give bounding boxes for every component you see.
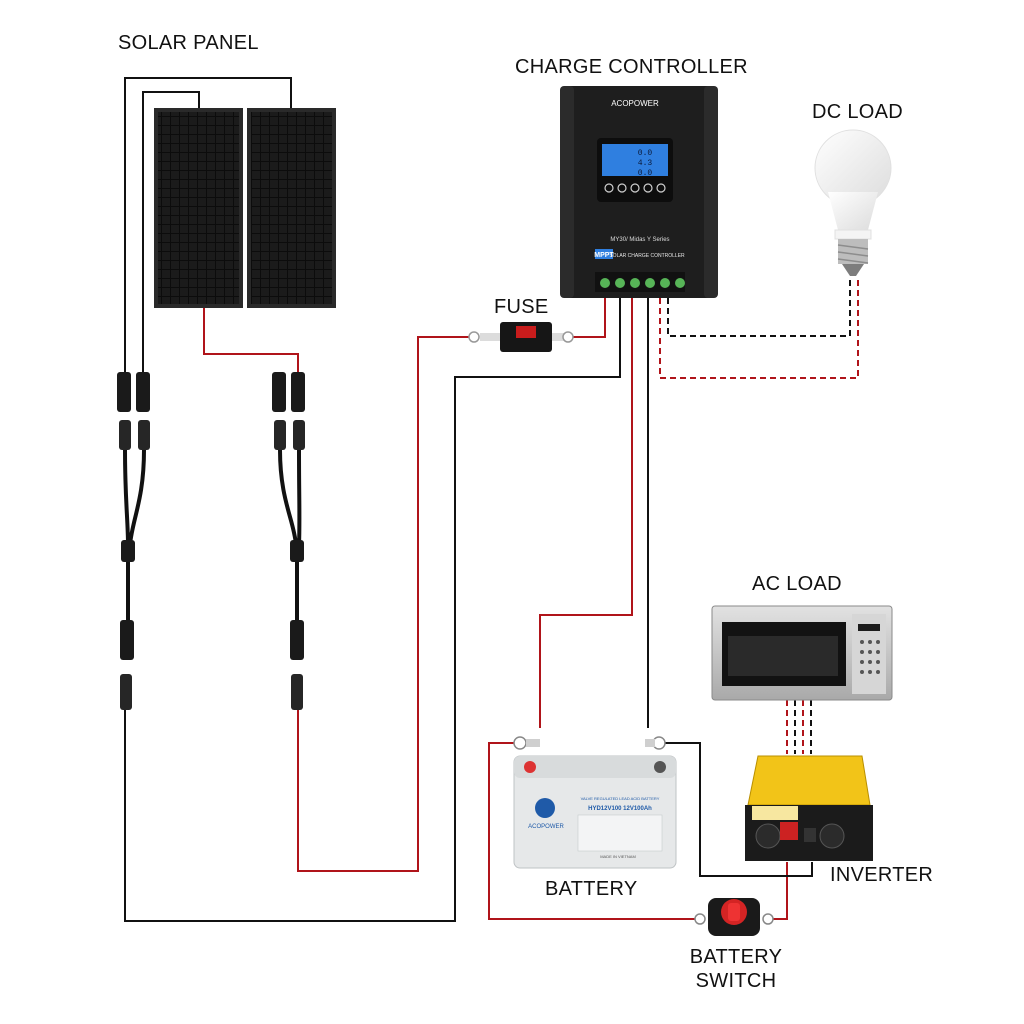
controller-brand: ACOPOWER [611, 99, 659, 108]
ac-load-label: AC LOAD [752, 573, 842, 595]
charge-controller-label: CHARGE CONTROLLER [515, 56, 748, 78]
controller-badge: MPPT [594, 252, 614, 259]
solar-panel-right [247, 108, 336, 308]
lcd-line-2: 4.3 [638, 159, 653, 168]
charge-controller: ACOPOWER 0.0 4.3 0.0 MY30/ Midas Y Serie… [560, 86, 718, 298]
dc-load-label: DC LOAD [812, 101, 904, 123]
negative-home-run [124, 298, 621, 922]
panel-top-wire-2 [142, 91, 200, 378]
lcd-line-1: 0.0 [638, 149, 653, 158]
solar-panel-left [154, 108, 243, 308]
controller-subtitle: SOLAR CHARGE CONTROLLER [609, 253, 685, 259]
panel-top-wire-1 [124, 77, 292, 378]
battery-unit: ACOPOWER VALVE REGULATED LEAD ACID BATTE… [513, 755, 677, 869]
positive-home-run [297, 336, 470, 872]
battery-switch-label-line1: BATTERY [689, 946, 783, 968]
battery-model: HYD12V100 12V100Ah [588, 806, 652, 812]
battery-terminals [513, 736, 666, 750]
dc-load-bulb [814, 129, 892, 276]
battery-label: BATTERY [545, 878, 638, 900]
battery-switch [694, 898, 774, 936]
panel-link-wire [203, 308, 299, 378]
ac-load-microwave [711, 605, 893, 701]
battery-type: VALVE REGULATED LEAD ACID BATTERY [581, 796, 660, 801]
fuse [468, 322, 574, 352]
dc-load-wire-red [659, 278, 859, 379]
fuse-to-controller [572, 298, 606, 338]
controller-to-battery-positive [539, 298, 633, 728]
battery-brand: ACOPOWER [528, 824, 564, 830]
battery-to-switch-wire [488, 742, 700, 920]
switch-to-inverter-wire [768, 862, 788, 920]
inverter-unit [745, 755, 873, 861]
fuse-label: FUSE [494, 296, 549, 318]
battery-to-inverter-negative [665, 742, 813, 877]
inverter-label: INVERTER [830, 864, 934, 886]
controller-model: MY30/ Midas Y Series [610, 237, 669, 243]
battery-origin: MADE IN VIETNAM [600, 854, 636, 859]
mc4-branch-left [117, 372, 150, 710]
solar-panel-label: SOLAR PANEL [118, 32, 259, 54]
battery-switch-label-line2: SWITCH [695, 970, 777, 992]
lcd-line-3: 0.0 [638, 169, 653, 178]
wires [124, 77, 859, 922]
mc4-branch-right [272, 372, 305, 710]
